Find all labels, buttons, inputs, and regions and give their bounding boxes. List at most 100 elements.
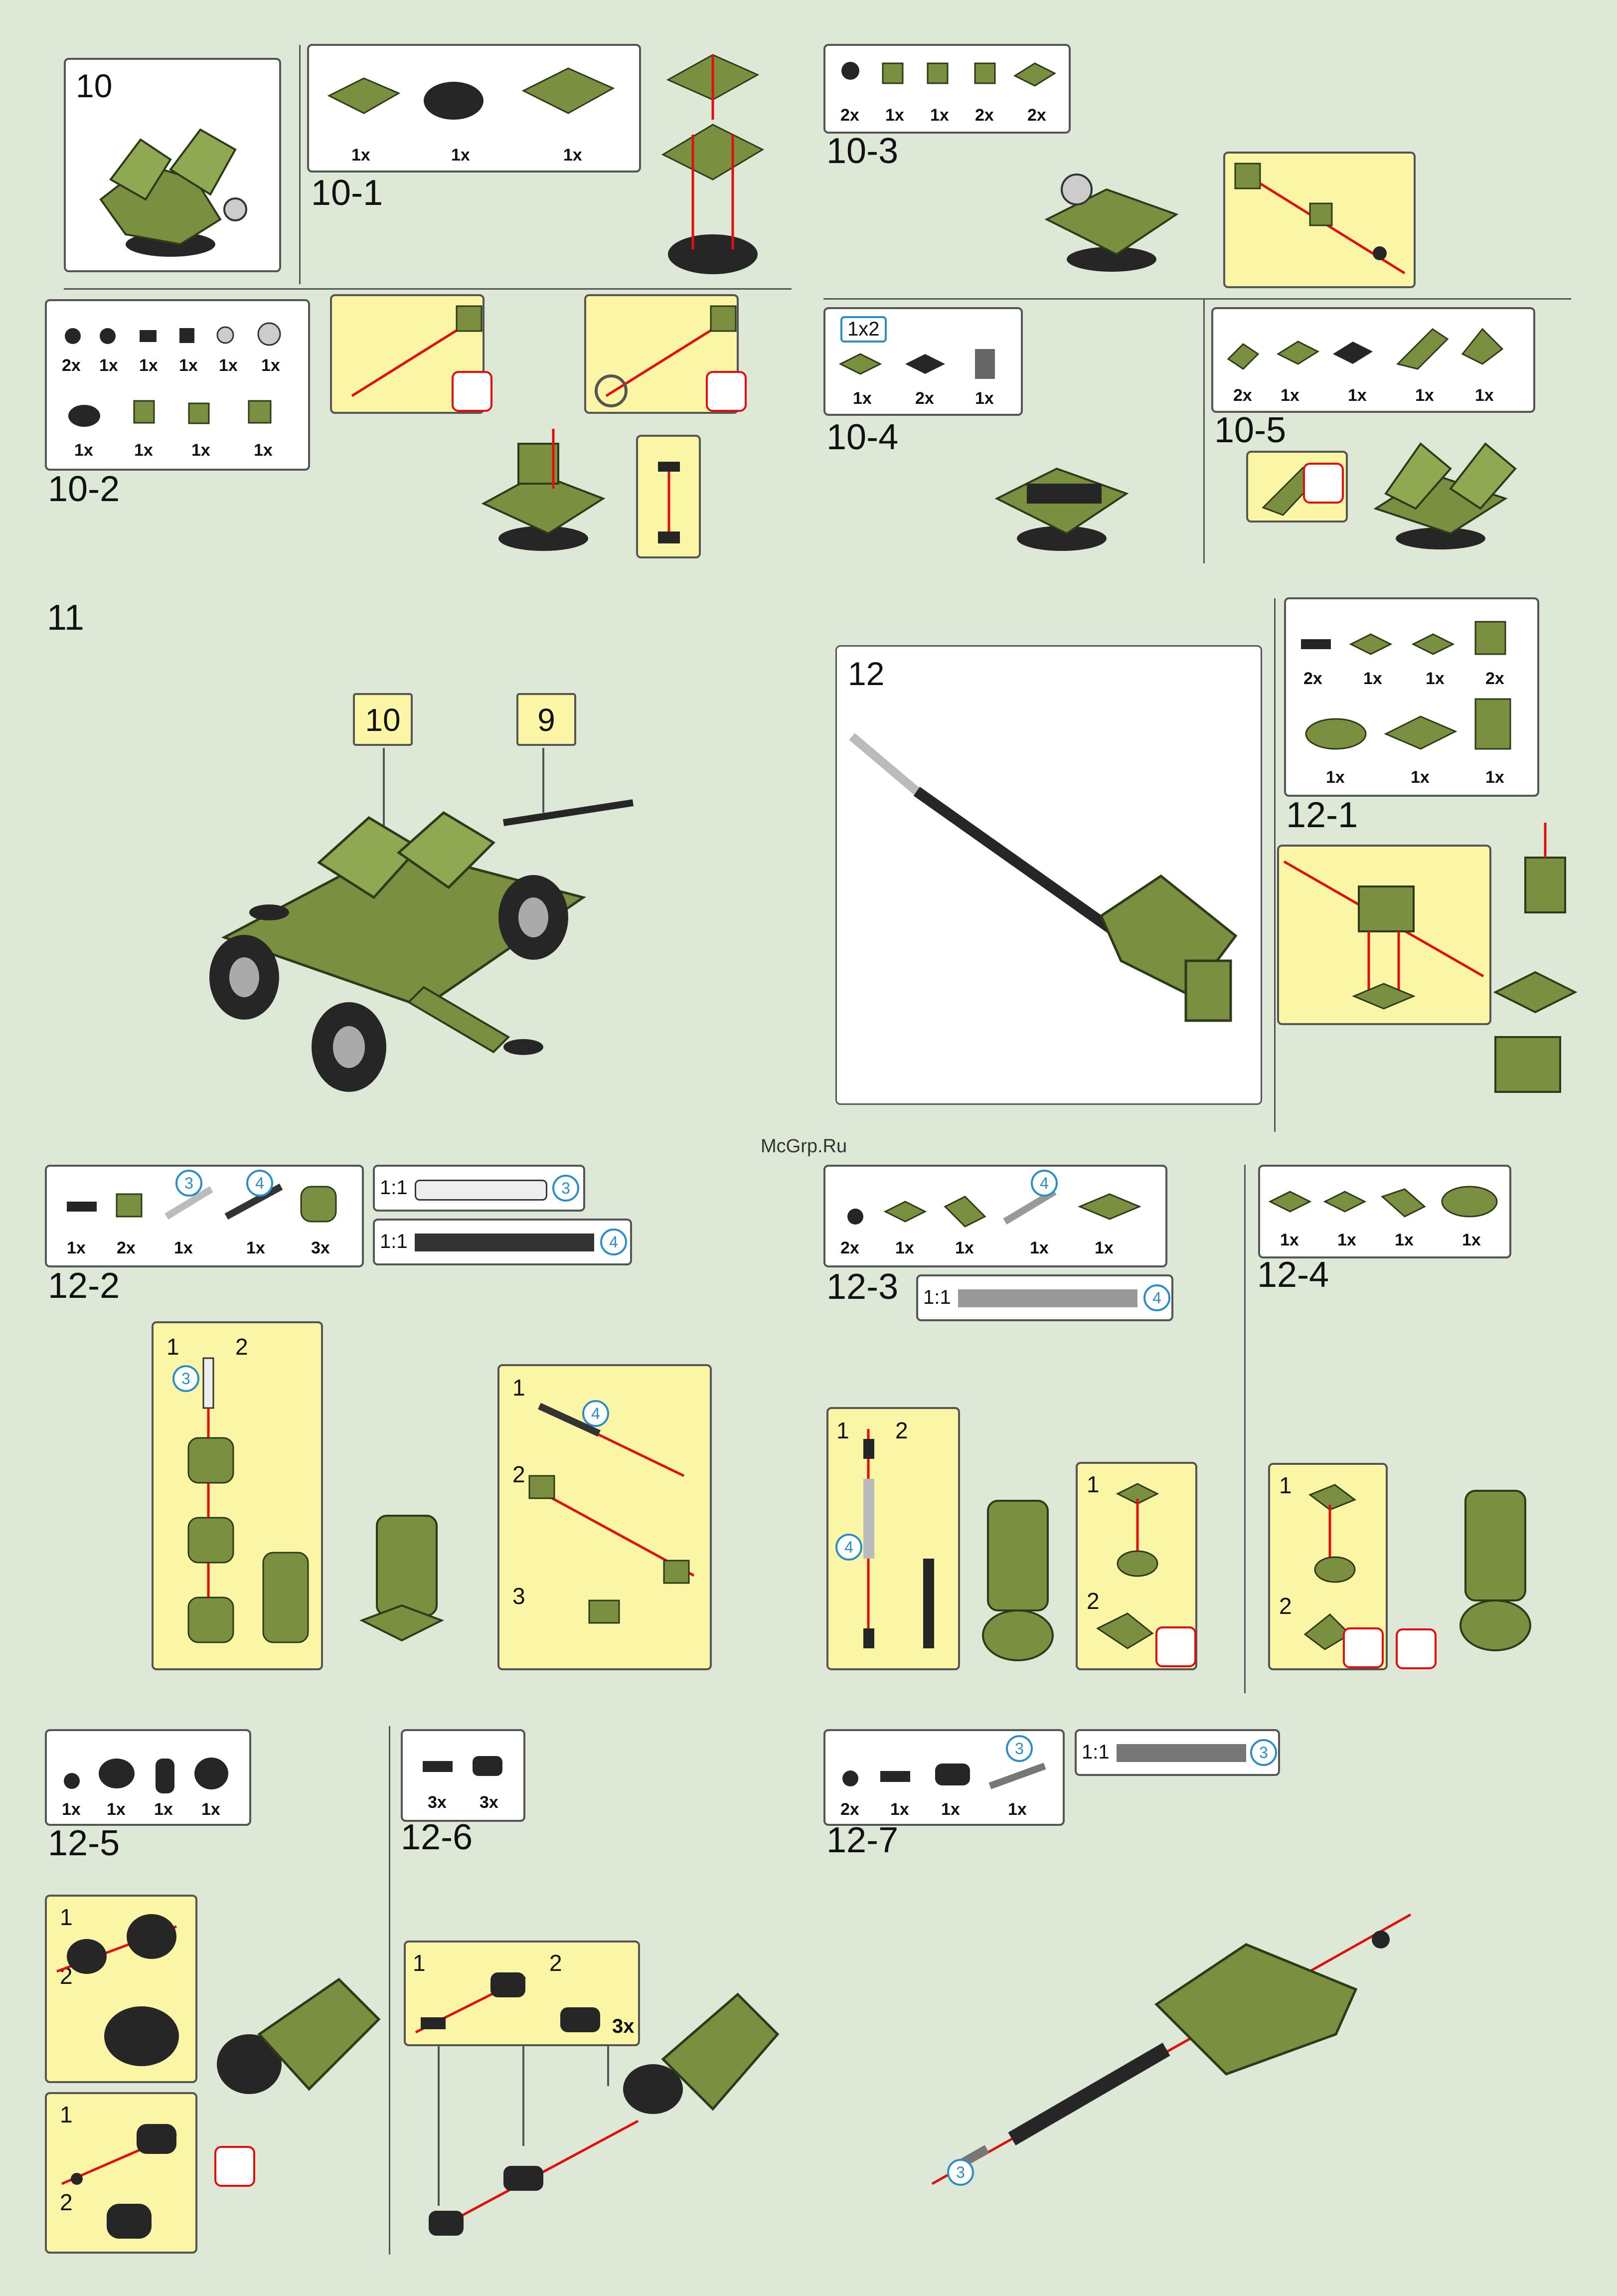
- step-10-1-parts-box: 1x 1x 1x: [307, 44, 641, 173]
- part-count: 1x: [174, 1238, 193, 1257]
- small-parts-icons: [64, 1758, 228, 1793]
- small-parts-icons: [65, 322, 281, 427]
- length-badge: 4: [1031, 1170, 1058, 1197]
- turret-base-assembly: [994, 467, 1129, 551]
- part-count: 1x: [930, 106, 949, 125]
- part-count: 2x: [975, 106, 994, 125]
- part-count: 2x: [840, 106, 859, 125]
- substep-number: 2: [1279, 1593, 1292, 1619]
- step-12-1-label: 12-1: [1286, 795, 1358, 835]
- part-count: 1x: [179, 356, 198, 375]
- step-10-3-label: 10-3: [826, 131, 899, 171]
- part-count: 2x: [1485, 669, 1504, 688]
- axle-scale-bar: [415, 1180, 547, 1201]
- stacked-plates-illustration: [661, 54, 765, 274]
- length-badge: 3: [1250, 1739, 1277, 1766]
- callout-panel: 1 2: [1268, 1463, 1388, 1670]
- step-12-5-label: 12-5: [48, 1823, 120, 1863]
- part-count: 1x: [1426, 669, 1445, 688]
- divider: [64, 288, 792, 290]
- part-count: 1x: [885, 106, 904, 125]
- substep-number: 1: [836, 1417, 849, 1443]
- step-12-5-parts-box: 1x 1x 1x 1x: [45, 1729, 251, 1826]
- substep-number: 3: [512, 1583, 525, 1609]
- part-count: 3x: [480, 1793, 498, 1812]
- step-12-image-box: 12: [835, 645, 1262, 1105]
- multiplier-text: 3x: [612, 2015, 635, 2037]
- callout-panel: [330, 294, 492, 414]
- part-count: 1x: [134, 441, 153, 460]
- rotate-icon: [214, 2146, 255, 2187]
- length-badge: 3: [175, 1170, 202, 1197]
- part-count: 1x: [1326, 768, 1345, 787]
- part-count: 1x: [219, 356, 238, 375]
- scale-ruler: 1:1 4: [916, 1274, 1173, 1321]
- part-count: 1x: [895, 1238, 914, 1257]
- length-badge: 3: [947, 2159, 974, 2186]
- part-count: 1x: [563, 146, 582, 165]
- part-count: 2x: [1233, 386, 1252, 405]
- gun-barrel-illustration: [849, 733, 1238, 1022]
- part-count: 1x: [191, 441, 210, 460]
- small-parts-icons: [1227, 328, 1504, 370]
- breech-assembly: [1459, 1490, 1531, 1651]
- divider: [823, 298, 1571, 300]
- callout-panel: [1277, 845, 1491, 1025]
- step-10-image-box: 10: [64, 58, 281, 272]
- rotate-icon: [1155, 1626, 1196, 1667]
- callout-panel: [584, 294, 747, 414]
- gun-barrel-assembly: [931, 1913, 1412, 2185]
- axle-scale-bar: [1117, 1744, 1246, 1762]
- assembly-arrows: [1096, 1483, 1159, 1649]
- small-parts-icons: [838, 349, 995, 379]
- step-12-1-parts-box: 2x 1x 1x 2x 1x 1x 1x: [1284, 597, 1539, 797]
- assembly-arrows: [1303, 1484, 1357, 1650]
- watermark: McGrp.Ru: [761, 1136, 847, 1157]
- substep-number: 2: [1087, 1588, 1100, 1614]
- part-count: 1x: [1462, 1231, 1481, 1249]
- assembly-arrows: [61, 2124, 177, 2239]
- step-10-number: 10: [76, 67, 113, 104]
- small-parts-icons: [423, 1756, 502, 1776]
- stack-assembly: [863, 1429, 934, 1648]
- part-count: 1x: [139, 356, 158, 375]
- part-count: 2x: [62, 356, 81, 375]
- rotate-icon: [452, 371, 492, 412]
- rotate-icon: [1303, 463, 1344, 504]
- part-count: 1x: [74, 441, 93, 460]
- substep-number: 2: [60, 2189, 73, 2215]
- small-parts-icons: [1268, 1186, 1498, 1218]
- scale-ruler: 1:1 3: [373, 1165, 585, 1212]
- breech-assembly: [982, 1500, 1054, 1661]
- step-10-2-label: 10-2: [48, 469, 120, 509]
- part-count: 1x: [1008, 1800, 1027, 1819]
- part-count: 2x: [1027, 106, 1046, 125]
- small-parts-icons: [841, 62, 1057, 87]
- part-count: 1x: [261, 356, 280, 375]
- breech-assembly: [1493, 823, 1578, 1093]
- length-badge: 3: [172, 1365, 199, 1392]
- part-count: 1x: [1485, 768, 1504, 787]
- artillery-chassis-illustration: [209, 748, 634, 1092]
- divider: [389, 1726, 390, 2255]
- part-count: 1x: [451, 146, 470, 165]
- scale-ruler: 1:1 4: [373, 1219, 632, 1265]
- callout-panel: 1 2: [45, 2092, 197, 2254]
- assembly-arrows: [415, 1972, 600, 2034]
- assembly-arrow: [1234, 163, 1406, 275]
- assembly-arrows: [528, 1403, 695, 1624]
- part-count: 1x: [1337, 1231, 1356, 1249]
- step-12-2-label: 12-2: [48, 1266, 120, 1306]
- part-count: 1x: [1415, 386, 1434, 405]
- assembly-arrow: [595, 305, 737, 407]
- step-12-4-label: 12-4: [1257, 1255, 1329, 1295]
- part-count: 1x: [853, 389, 872, 408]
- assembly-arrow: [658, 462, 680, 543]
- axle-scale-bar: [415, 1234, 594, 1251]
- part-count: 2x: [840, 1238, 859, 1257]
- scale-text: 1:1: [1082, 1741, 1110, 1763]
- callout-step-9-ref: 9: [516, 693, 576, 746]
- step-12-4-parts-box: 1x 1x 1x 1x: [1258, 1165, 1511, 1258]
- step-10-1-label: 10-1: [311, 173, 383, 213]
- divider: [1244, 1165, 1246, 1693]
